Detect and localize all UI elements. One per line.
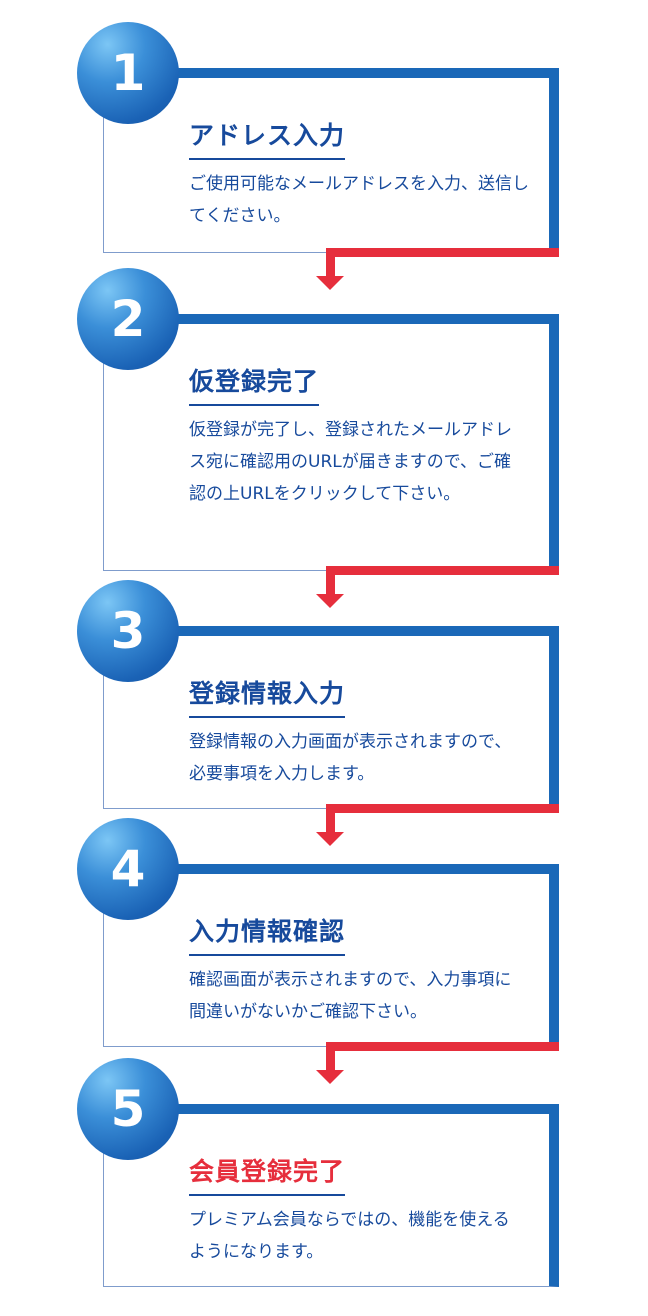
step-number-badge: 3	[77, 580, 179, 682]
arrow-down-icon	[316, 276, 344, 290]
arrow-down-icon	[316, 594, 344, 608]
step-number-badge: 4	[77, 818, 179, 920]
step-description: 登録情報の入力画面が表示されますので、必要事項を入力します。	[189, 732, 512, 784]
step-title: 会員登録完了	[189, 1152, 346, 1196]
connector-bar	[316, 1042, 559, 1084]
step-description: 確認画面が表示されますので、入力事項に間違いがないかご確認下さい。	[189, 970, 512, 1022]
step-description: ご使用可能なメールアドレスを入力、送信してください。	[189, 174, 529, 226]
step-box: 会員登録完了 プレミアム会員ならではの、機能を使えるようになります。	[103, 1104, 559, 1287]
step-box: 入力情報確認 確認画面が表示されますので、入力事項に間違いがないかご確認下さい。	[103, 864, 559, 1084]
step-title: 登録情報入力	[189, 674, 346, 718]
connector-stem	[326, 575, 335, 595]
step-box: 仮登録完了 仮登録が完了し、登録されたメールアドレス宛に確認用のURLが届きます…	[103, 314, 559, 608]
step-box: アドレス入力 ご使用可能なメールアドレスを入力、送信してください。	[103, 68, 559, 290]
step-title: アドレス入力	[189, 116, 346, 160]
step-description: プレミアム会員ならではの、機能を使えるようになります。	[189, 1210, 510, 1262]
step-box: 登録情報入力 登録情報の入力画面が表示されますので、必要事項を入力します。	[103, 626, 559, 846]
step-description: 仮登録が完了し、登録されたメールアドレス宛に確認用のURLが届きますので、ご確認…	[189, 420, 512, 504]
step-number-badge: 1	[77, 22, 179, 124]
step-title: 仮登録完了	[189, 362, 320, 406]
step-title: 入力情報確認	[189, 912, 346, 956]
arrow-down-icon	[316, 1070, 344, 1084]
connector-stem	[326, 257, 335, 277]
step-number-badge: 5	[77, 1058, 179, 1160]
connector-bar	[316, 804, 559, 846]
connector-stem	[326, 1051, 335, 1071]
arrow-down-icon	[316, 832, 344, 846]
step-number-badge: 2	[77, 268, 179, 370]
connector-bar	[316, 566, 559, 608]
connector-bar	[316, 248, 559, 290]
connector-stem	[326, 813, 335, 833]
